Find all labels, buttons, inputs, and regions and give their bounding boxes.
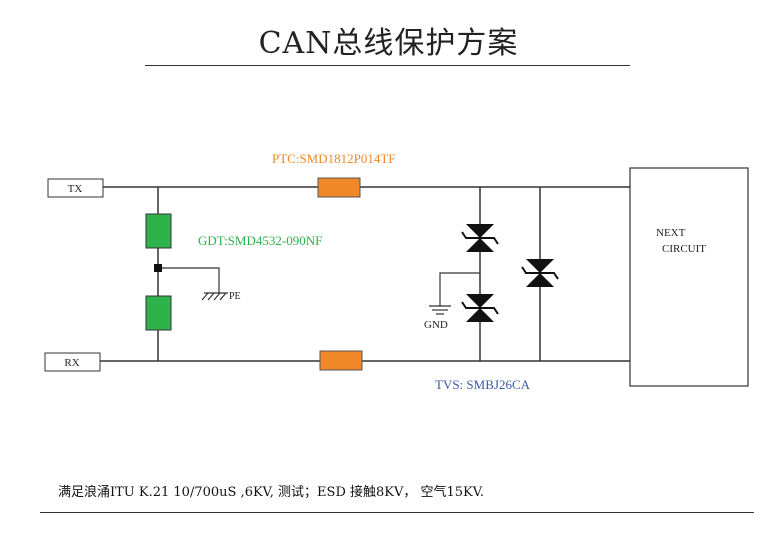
pe-label: PE <box>229 291 241 302</box>
tvs-single-icon <box>521 259 559 287</box>
gdt-label: GDT:SMD4532-090NF <box>198 233 322 248</box>
tx-label: TX <box>68 183 83 195</box>
title-underline <box>145 65 630 66</box>
footnote-rule <box>40 512 754 513</box>
next-circuit-label-line2: CIRCUIT <box>662 243 706 255</box>
tvs-label: TVS: SMBJ26CA <box>435 377 531 392</box>
gdt-lower <box>145 295 172 331</box>
page-title: CAN总线保护方案 <box>258 26 519 61</box>
rx-box <box>44 352 101 372</box>
junction-node <box>154 264 162 272</box>
ptc-label: PTC:SMD1812P014TF <box>272 151 396 166</box>
ptc-fuse-rx <box>319 350 363 371</box>
pe-ground-icon <box>201 292 228 301</box>
gdt-upper <box>145 213 172 249</box>
footnote: 满足浪涌ITU K.21 10/700uS ,6KV, 测试；ESD 接触8KV… <box>58 485 485 500</box>
tx-box <box>47 178 104 198</box>
rx-label: RX <box>64 357 79 369</box>
pe-wire <box>162 267 220 293</box>
tvs-lower-icon <box>461 294 499 322</box>
next-circuit-box <box>629 167 749 387</box>
gnd-ground-icon <box>429 305 451 315</box>
gnd-wire <box>439 272 480 306</box>
next-circuit-label-line1: NEXT <box>656 227 686 239</box>
ptc-fuse-tx <box>317 177 361 198</box>
gnd-label: GND <box>424 319 448 331</box>
tvs-upper-icon <box>461 224 499 252</box>
